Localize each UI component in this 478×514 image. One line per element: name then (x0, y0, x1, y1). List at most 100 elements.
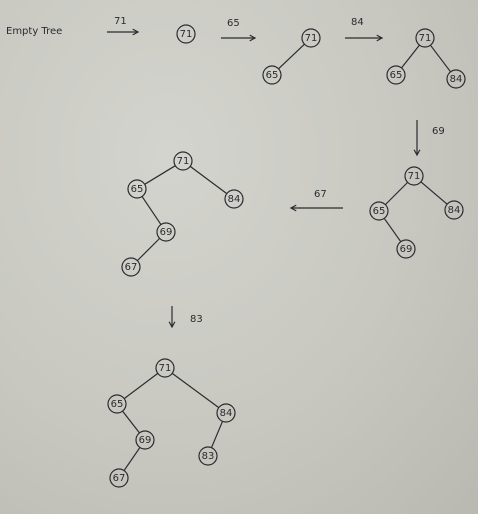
tree-node-84: 84 (224, 189, 244, 209)
insert-arrow-67: 67 (289, 189, 343, 212)
tree-step-1: 71 (176, 24, 196, 44)
tree-edge (401, 44, 420, 69)
arrow-head (249, 34, 257, 42)
arrows-layer: 71 65 84 69 67 83 (107, 16, 445, 329)
node-value: 84 (228, 194, 241, 205)
tree-node-65: 65 (107, 394, 127, 414)
node-value: 65 (390, 70, 403, 81)
node-circle (386, 65, 406, 85)
trees-layer: 71 71 65 71 65 84 71 65 84 69 71 65 84 69 67 71 65 84 69 67… (107, 24, 466, 488)
node-value: 67 (125, 262, 138, 273)
node-circle (176, 24, 196, 44)
tree-node-69: 69 (156, 222, 176, 242)
start-label: Empty Tree (6, 26, 62, 37)
tree-node-71: 71 (176, 24, 196, 44)
node-value: 69 (160, 227, 173, 238)
node-circle (121, 257, 141, 277)
tree-edge (420, 181, 448, 205)
tree-node-83: 83 (198, 446, 218, 466)
tree-edge (429, 44, 452, 73)
node-circle (301, 28, 321, 48)
node-value: 84 (220, 408, 233, 419)
tree-node-65: 65 (369, 201, 389, 221)
tree-node-67: 67 (109, 468, 129, 488)
insert-arrow-69: 69 (413, 120, 445, 157)
tree-edge (141, 196, 162, 225)
arrow-head (289, 204, 297, 212)
tree-edge (144, 165, 176, 185)
arrow-label: 84 (351, 17, 364, 28)
arrow-head (376, 34, 384, 42)
tree-edge (383, 217, 402, 243)
node-circle (127, 179, 147, 199)
node-circle (155, 358, 175, 378)
arrow-head (132, 28, 140, 36)
tree-node-71: 71 (404, 166, 424, 186)
node-value: 65 (373, 206, 386, 217)
tree-step-4: 71 65 84 69 (369, 166, 464, 259)
node-value: 71 (180, 29, 193, 40)
tree-node-84: 84 (444, 200, 464, 220)
tree-node-71: 71 (301, 28, 321, 48)
tree-node-84: 84 (446, 69, 466, 89)
node-value: 69 (139, 435, 152, 446)
arrow-label: 71 (114, 16, 127, 27)
tree-step-5: 71 65 84 69 67 (121, 151, 244, 277)
tree-node-65: 65 (127, 179, 147, 199)
tree-node-71: 71 (415, 28, 435, 48)
insert-arrow-83: 83 (168, 306, 203, 329)
node-circle (216, 403, 236, 423)
node-value: 69 (400, 244, 413, 255)
node-circle (262, 65, 282, 85)
arrow-label: 69 (432, 126, 445, 137)
tree-edge (278, 43, 305, 70)
arrow-label: 65 (227, 18, 240, 29)
node-circle (109, 468, 129, 488)
arrow-label: 83 (190, 314, 203, 325)
tree-edge (136, 237, 161, 262)
tree-node-65: 65 (386, 65, 406, 85)
tree-edge (384, 181, 409, 206)
tree-node-69: 69 (135, 430, 155, 450)
node-value: 65 (131, 184, 144, 195)
tree-edge (123, 372, 159, 400)
node-value: 84 (450, 74, 463, 85)
tree-node-84: 84 (216, 403, 236, 423)
insert-arrow-84: 84 (345, 17, 384, 42)
tree-node-71: 71 (155, 358, 175, 378)
node-circle (135, 430, 155, 450)
node-value: 71 (419, 33, 432, 44)
tree-edge (189, 165, 228, 195)
tree-edge (210, 421, 224, 448)
node-circle (444, 200, 464, 220)
insert-arrow-65: 65 (221, 18, 257, 42)
node-value: 67 (113, 473, 126, 484)
node-value: 84 (448, 205, 461, 216)
tree-step-3: 71 65 84 (386, 28, 466, 89)
node-circle (446, 69, 466, 89)
node-circle (198, 446, 218, 466)
node-circle (173, 151, 193, 171)
node-circle (404, 166, 424, 186)
insert-arrow-71: 71 (107, 16, 140, 36)
node-circle (224, 189, 244, 209)
node-value: 71 (177, 156, 190, 167)
node-value: 83 (202, 451, 215, 462)
arrow-label: 67 (314, 189, 327, 200)
node-circle (369, 201, 389, 221)
node-circle (156, 222, 176, 242)
tree-edge (122, 410, 140, 434)
node-circle (107, 394, 127, 414)
node-value: 71 (408, 171, 421, 182)
node-value: 71 (159, 363, 172, 374)
tree-step-2: 71 65 (262, 28, 321, 85)
node-circle (396, 239, 416, 259)
node-value: 65 (266, 70, 279, 81)
tree-node-65: 65 (262, 65, 282, 85)
tree-edge (123, 447, 141, 471)
tree-step-6: 71 65 84 69 67 83 (107, 358, 236, 488)
tree-node-69: 69 (396, 239, 416, 259)
node-value: 71 (305, 33, 318, 44)
